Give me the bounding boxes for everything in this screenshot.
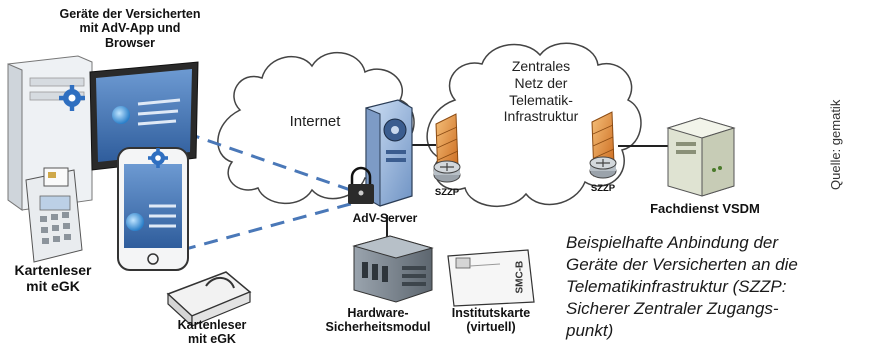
card-reader-desktop-icon — [25, 167, 83, 263]
ti-network-cloud — [426, 42, 642, 208]
szzp-right-label: SZZP — [590, 183, 616, 194]
institutskarte-line-1: Institutskarte — [451, 306, 531, 320]
caption-line-4: Sicherer Zentraler Zugangs- — [566, 299, 779, 318]
smcb-card-icon — [447, 249, 535, 307]
lock-icon — [348, 166, 374, 204]
link-pc-to-adv — [185, 131, 366, 197]
card-reader-desktop-line-2: mit eGK — [26, 278, 80, 295]
szzp-left-label: SZZP — [434, 187, 460, 198]
monitor-icon — [89, 61, 199, 193]
devices-title-line-2: mit AdV-App und — [79, 21, 181, 36]
caption-line-1: Beispielhafte Anbindung der — [566, 233, 779, 252]
hsm-label: Hardware- Sicherheitsmodul — [318, 306, 438, 335]
card-reader-desktop-label: Kartenleser mit eGK — [0, 262, 108, 294]
institutskarte-line-2: (virtuell) — [466, 320, 516, 335]
hsm-line-1: Hardware- — [347, 306, 409, 320]
devices-title-line-1: Geräte der Versicherten — [59, 7, 201, 21]
gear-icon — [59, 85, 85, 111]
smartphone-icon — [117, 147, 189, 271]
caption-line-2: Geräte der Versicherten an die — [566, 255, 798, 274]
card-reader-mobile-line-1: Kartenleser — [177, 318, 247, 332]
adv-server-label: AdV-Server — [352, 211, 418, 225]
adv-server-icon — [365, 99, 413, 207]
caption: Beispielhafte Anbindung der Geräte der V… — [566, 232, 866, 342]
ti-line-3: Telematik- — [509, 91, 573, 108]
source-credit: Quelle: gematik — [828, 99, 843, 190]
card-reader-mobile-label: Kartenleser mit eGK — [152, 318, 272, 347]
card-reader-mobile-icon — [166, 271, 252, 328]
institutskarte-label: Institutskarte (virtuell) — [436, 306, 546, 335]
hsm-line-2: Sicherheitsmodul — [325, 320, 431, 335]
card-reader-desktop-line-1: Kartenleser — [14, 262, 92, 278]
ti-line-1: Zentrales — [511, 58, 571, 74]
devices-title-line-3: Browser — [104, 35, 156, 50]
internet-label: Internet — [289, 113, 341, 130]
gear-icon — [148, 148, 168, 168]
szzp-firewall-right-icon — [589, 111, 617, 179]
caption-line-3: Telematikinfrastruktur (SZZP: — [566, 277, 787, 296]
ti-network-label: Zentrales Netz der Telematik- Infrastruk… — [476, 58, 606, 125]
ti-line-2: Netz der — [514, 74, 568, 91]
fachdienst-label: Fachdienst VSDM — [650, 201, 760, 216]
smcb-label: SMC-B — [514, 260, 526, 294]
szzp-firewall-left-icon — [433, 113, 461, 183]
devices-title: Geräte der Versicherten mit AdV-App und … — [30, 7, 230, 50]
fachdienst-server-icon — [666, 117, 736, 197]
hsm-rack-icon — [352, 235, 434, 303]
card-reader-mobile-line-2: mit eGK — [188, 332, 236, 347]
caption-line-5: punkt) — [566, 321, 614, 340]
ti-line-4: Infrastruktur — [503, 108, 579, 125]
link-phone-to-adv — [181, 198, 366, 252]
